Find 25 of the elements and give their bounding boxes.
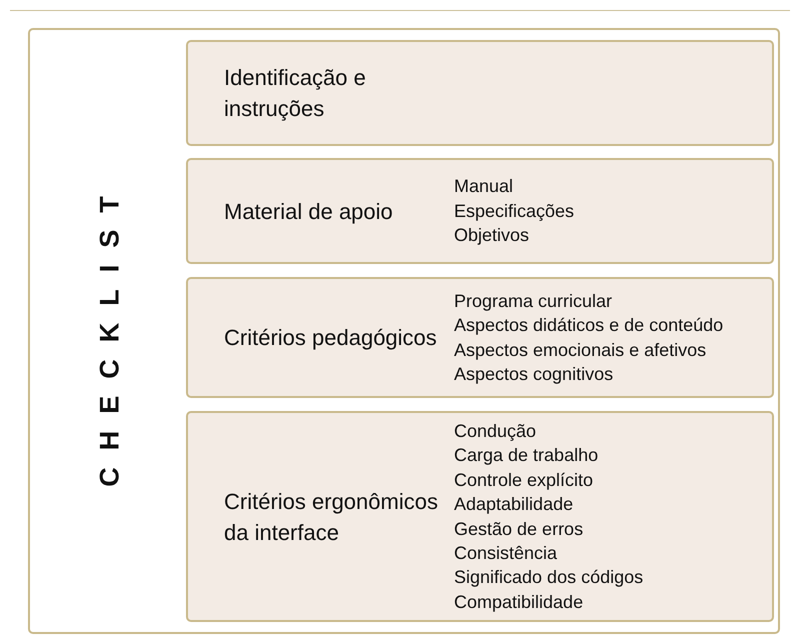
criterion-item: Objetivos: [454, 224, 530, 248]
criterion-item: Aspectos didáticos e de conteúdo: [454, 314, 724, 338]
vertical-title: CHECKLIST: [94, 179, 126, 487]
checklist-frame: [28, 28, 780, 634]
criterion-item: Condução: [454, 420, 538, 443]
criterion-item: Controle explícito: [454, 468, 594, 492]
criterion-item: Compatibilidade: [454, 590, 584, 614]
category-heading: Critérios pedagógicos: [224, 324, 438, 352]
criterion-item: Consistência: [454, 542, 558, 565]
category-box: [186, 40, 774, 146]
criterion-item: Aspectos cognitivos: [454, 362, 614, 386]
category-heading: Identificação e instruções: [224, 64, 367, 123]
criterion-item: Programa curricular: [454, 290, 614, 313]
criterion-item: Aspectos emocionais e afetivos: [454, 338, 708, 362]
criterion-item: Gestão de erros: [454, 518, 584, 540]
category-heading: Material de apoio: [224, 198, 394, 226]
criterion-item: Significado dos códigos: [454, 566, 644, 590]
criterion-item: Especificações: [454, 200, 574, 223]
category-box: [186, 277, 774, 398]
criterion-item: Carga de trabalho: [454, 444, 600, 468]
criterion-item: Manual: [454, 175, 514, 198]
category-heading: Critérios ergonômicos da interface: [224, 488, 439, 546]
category-box: [186, 158, 774, 264]
criterion-item: Adaptabilidade: [454, 493, 574, 516]
category-box: [186, 411, 774, 622]
